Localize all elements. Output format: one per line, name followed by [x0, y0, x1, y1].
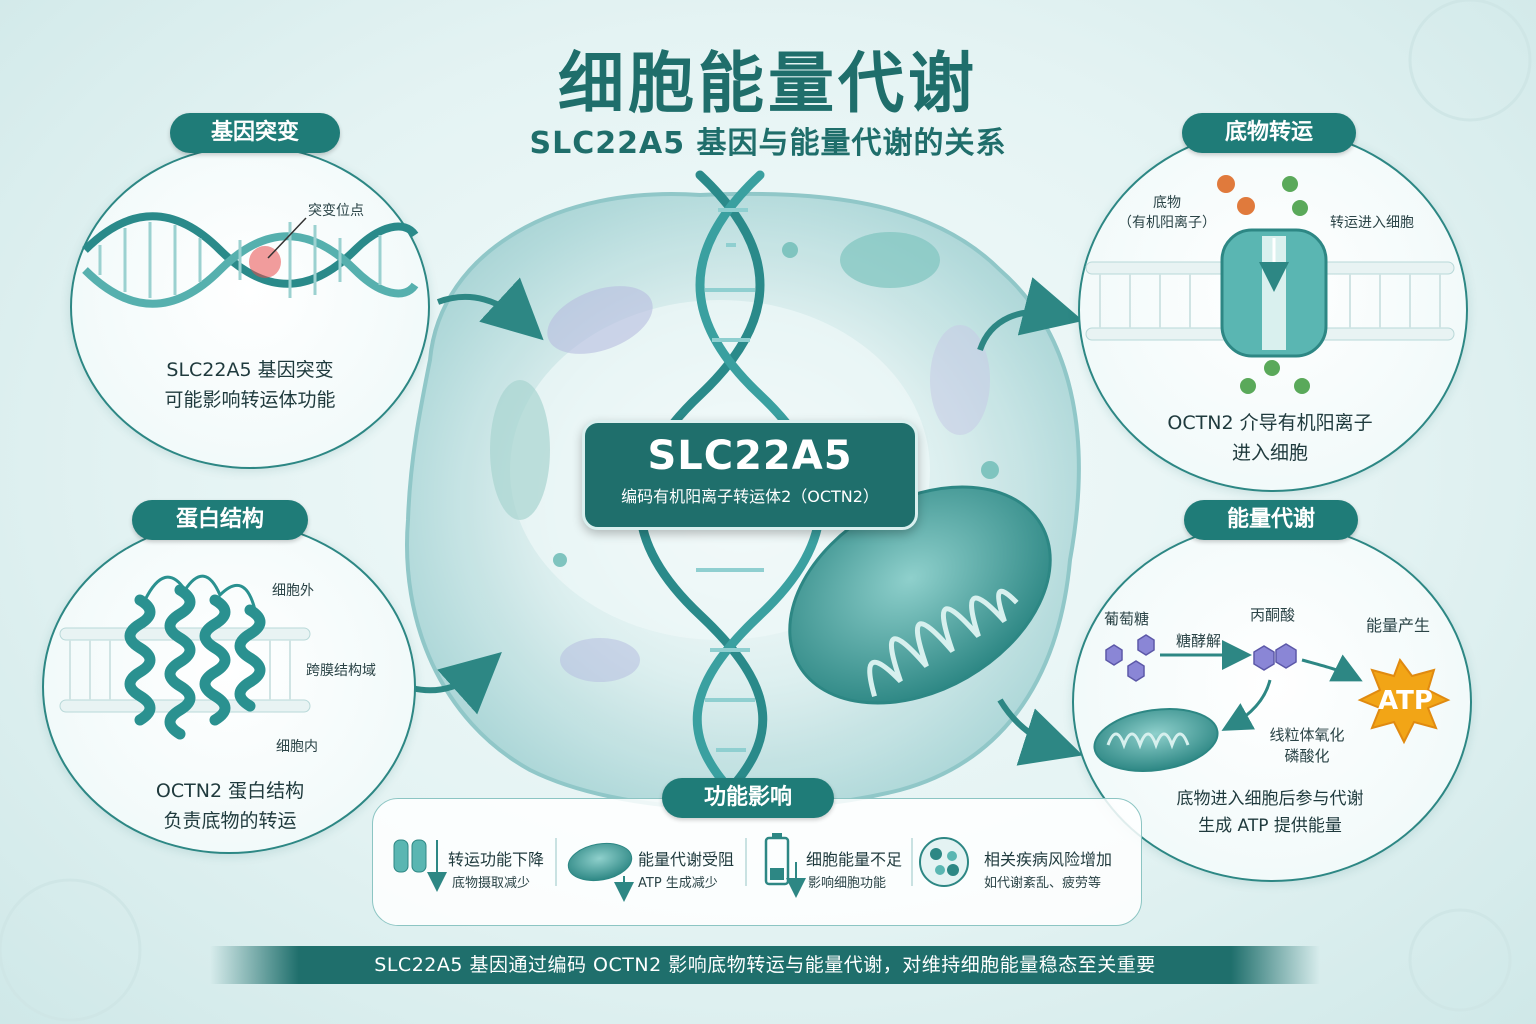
- footer-summary: SLC22A5 基因通过编码 OCTN2 影响底物转运与能量代谢，对维持细胞能量…: [210, 946, 1320, 984]
- impact-item-title-0: 转运功能下降: [448, 850, 545, 869]
- cells-risk-icon: [919, 837, 969, 887]
- impact-item-sub-0: 底物摄取减少: [452, 876, 531, 891]
- transporter-down-icon: [393, 839, 447, 892]
- gene-name: SLC22A5: [647, 433, 853, 479]
- impact-label: 功能影响: [662, 778, 834, 818]
- mutation-site-marker: [249, 246, 281, 278]
- impact-panel: [372, 798, 1142, 926]
- mutation-caption: SLC22A5 基因突变 可能影响转运体功能: [164, 359, 336, 411]
- metabolism-caption: 底物进入细胞后参与代谢 生成 ATP 提供能量: [1176, 789, 1364, 836]
- atp-label: ATP: [1378, 686, 1433, 716]
- glycolysis-label: 糖酵解: [1176, 632, 1222, 650]
- glucose-label: 葡萄糖: [1104, 610, 1150, 628]
- structure-caption: OCTN2 蛋白结构 负责底物的转运: [155, 780, 305, 832]
- transport-caption: OCTN2 介导有机阳离子 进入细胞: [1167, 412, 1373, 464]
- impact-item-title-3: 相关疾病风险增加: [984, 850, 1113, 869]
- structure-label: 蛋白结构: [132, 500, 308, 540]
- mitochondria-down-icon: [567, 842, 634, 902]
- atp-burst-icon: [1357, 657, 1451, 745]
- battery-low-icon: [764, 833, 806, 898]
- impact-item-title-1: 能量代谢受阻: [638, 850, 735, 869]
- mitochondrion-large: [788, 485, 1052, 705]
- pyruvate-label: 丙酮酸: [1250, 606, 1296, 624]
- impact-item-sub-2: 影响细胞功能: [808, 876, 887, 891]
- mutation-site-label: 突变位点: [308, 203, 364, 219]
- structure-panel: [42, 520, 416, 854]
- transmembrane-label: 跨膜结构域: [306, 663, 376, 679]
- substrate-label: 底物 （有机阳离子）: [1118, 195, 1216, 231]
- oxphos-label: 线粒体氧化 磷酸化: [1269, 726, 1345, 765]
- impact-item-sub-1: ATP 生成减少: [638, 876, 718, 891]
- mutation-panel: [70, 145, 430, 469]
- page-subtitle: SLC22A5 基因与能量代谢的关系: [529, 126, 1007, 161]
- transport-label: 底物转运: [1182, 113, 1356, 153]
- page-title: 细胞能量代谢: [558, 45, 978, 122]
- extracellular-label: 细胞外: [272, 583, 314, 599]
- mitochondrion-small: [1093, 708, 1219, 772]
- gene-description: 编码有机阳离子转运体2（OCTN2）: [621, 487, 879, 506]
- energy-label: 能量产生: [1366, 616, 1431, 635]
- into-cell-label: 转运进入细胞: [1330, 215, 1414, 231]
- mutation-label: 基因突变: [170, 113, 340, 153]
- metabolism-label: 能量代谢: [1184, 500, 1358, 540]
- impact-item-sub-3: 如代谢紊乱、疲劳等: [984, 876, 1102, 891]
- intracellular-label: 细胞内: [276, 739, 318, 755]
- gene-box: SLC22A5 编码有机阳离子转运体2（OCTN2）: [582, 420, 918, 530]
- impact-item-title-2: 细胞能量不足: [806, 850, 903, 869]
